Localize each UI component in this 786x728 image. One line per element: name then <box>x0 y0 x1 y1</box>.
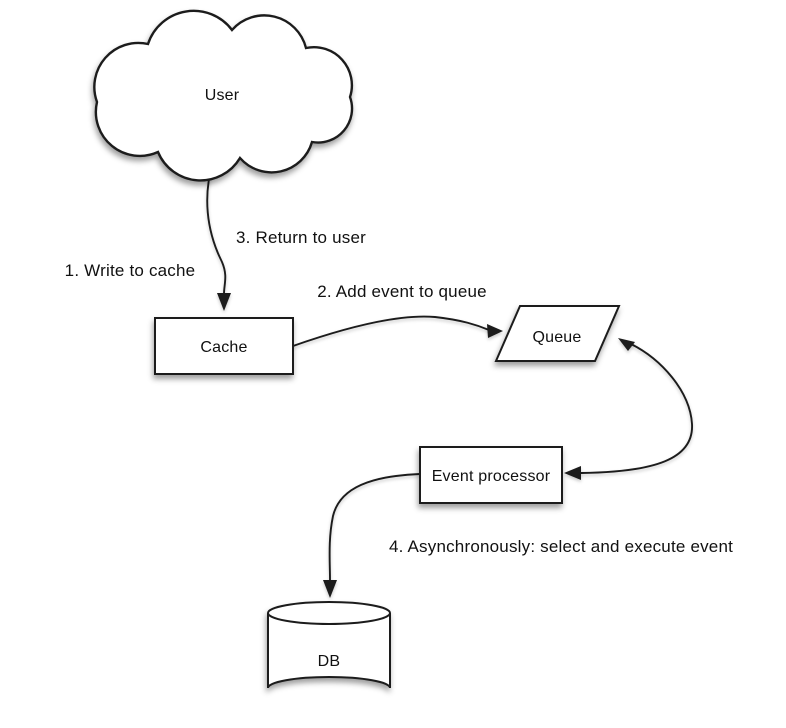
queue-parallelogram <box>494 305 621 362</box>
user-label: User <box>205 87 240 104</box>
step2-label: 2. Add event to queue <box>317 282 487 301</box>
cache-box <box>154 317 294 375</box>
labels-layer: 1. Write to cache 3. Return to user 2. A… <box>65 228 733 556</box>
arrowhead-into-queue-left <box>487 324 503 338</box>
edges-layer <box>206 161 693 598</box>
arrow-user-to-cache <box>206 161 227 295</box>
nodes-layer: User Cache Queue Event processor DB <box>93 9 621 689</box>
arrow-queue-event-processor <box>580 343 693 474</box>
cache-label: Cache <box>200 339 247 356</box>
db-cylinder <box>267 601 391 689</box>
user-cloud <box>93 9 354 182</box>
arrow-event-processor-to-db <box>328 473 421 581</box>
db-label: DB <box>318 653 341 670</box>
arrowhead-into-cache <box>217 293 231 311</box>
step3-label: 3. Return to user <box>236 228 366 247</box>
event-processor-label: Event processor <box>432 468 551 485</box>
event-processor-box <box>419 446 563 504</box>
queue-label: Queue <box>532 329 581 346</box>
arrowhead-into-event-processor <box>564 466 581 480</box>
arrow-cache-to-queue <box>292 315 490 347</box>
step1-label: 1. Write to cache <box>65 261 196 280</box>
arrowhead-into-db <box>323 580 337 598</box>
db-cylinder-top-rim <box>267 612 391 625</box>
step4-label: 4. Asynchronously: select and execute ev… <box>389 537 733 556</box>
arrowhead-into-queue-right <box>618 338 635 351</box>
